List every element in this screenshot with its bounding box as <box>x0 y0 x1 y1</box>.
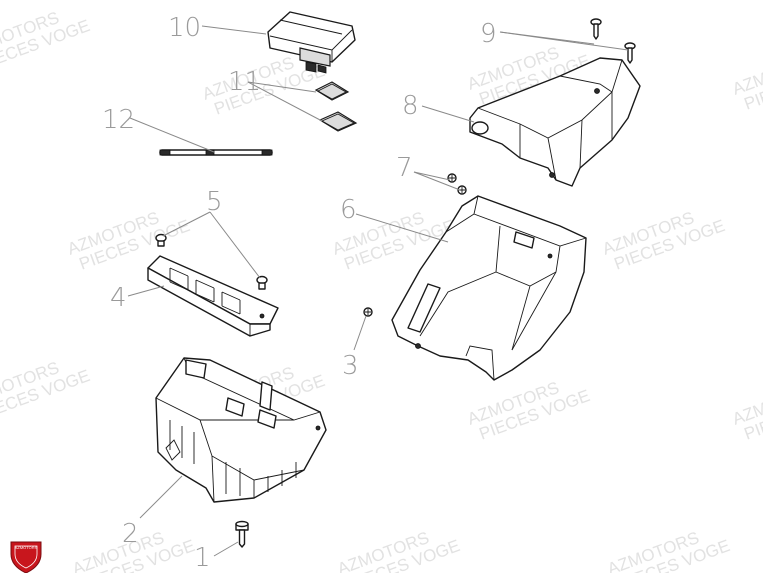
part-11-adhesive-pads <box>314 81 358 132</box>
part-1-bolt <box>235 520 249 548</box>
leader-lines <box>127 25 629 557</box>
callout-7: 7 <box>396 153 413 183</box>
callout-10: 10 <box>168 13 201 43</box>
part-8-upper-cover-tray <box>469 57 641 187</box>
callout-4: 4 <box>110 283 127 313</box>
part-3-screw <box>363 307 373 317</box>
watermark: AZMOTORS PIECES VOGE <box>730 48 763 114</box>
azmotors-shield-logo: AZMOTORS <box>10 541 42 573</box>
callout-5: 5 <box>206 187 223 217</box>
svg-text:AZMOTORS: AZMOTORS <box>15 545 38 550</box>
part-7-screws <box>447 173 467 195</box>
callout-8: 8 <box>402 91 419 121</box>
callout-12: 12 <box>102 105 135 135</box>
watermark: AZMOTORS PIECES VOGE <box>465 378 592 444</box>
callout-6: 6 <box>340 195 357 225</box>
watermark: AZMOTORS PIECES VOGE <box>0 358 92 424</box>
callout-1: 1 <box>194 543 211 573</box>
part-10-control-module <box>267 11 356 74</box>
watermark: AZMOTORS PIECES VOGE <box>600 208 727 274</box>
callout-2: 2 <box>122 519 139 549</box>
part-4-bracket-bar <box>147 255 279 337</box>
callout-11: 11 <box>228 67 261 97</box>
callout-3: 3 <box>342 351 359 381</box>
part-6-battery-cover <box>391 195 587 381</box>
part-2-battery-box <box>155 357 327 503</box>
watermark: AZMOTORS PIECES VOGE <box>605 528 732 573</box>
callout-9: 9 <box>480 19 497 49</box>
watermark: AZMOTORS PIECES VOGE <box>0 8 92 74</box>
part-9-screws <box>590 18 636 64</box>
watermark: AZMOTORS PIECES VOGE <box>730 378 763 444</box>
part-12-rubber-strap <box>159 149 273 156</box>
callout-numbers: 10 11 12 9 8 7 6 5 4 3 2 1 <box>102 13 497 573</box>
watermark: AZMOTORS PIECES VOGE <box>335 528 462 573</box>
